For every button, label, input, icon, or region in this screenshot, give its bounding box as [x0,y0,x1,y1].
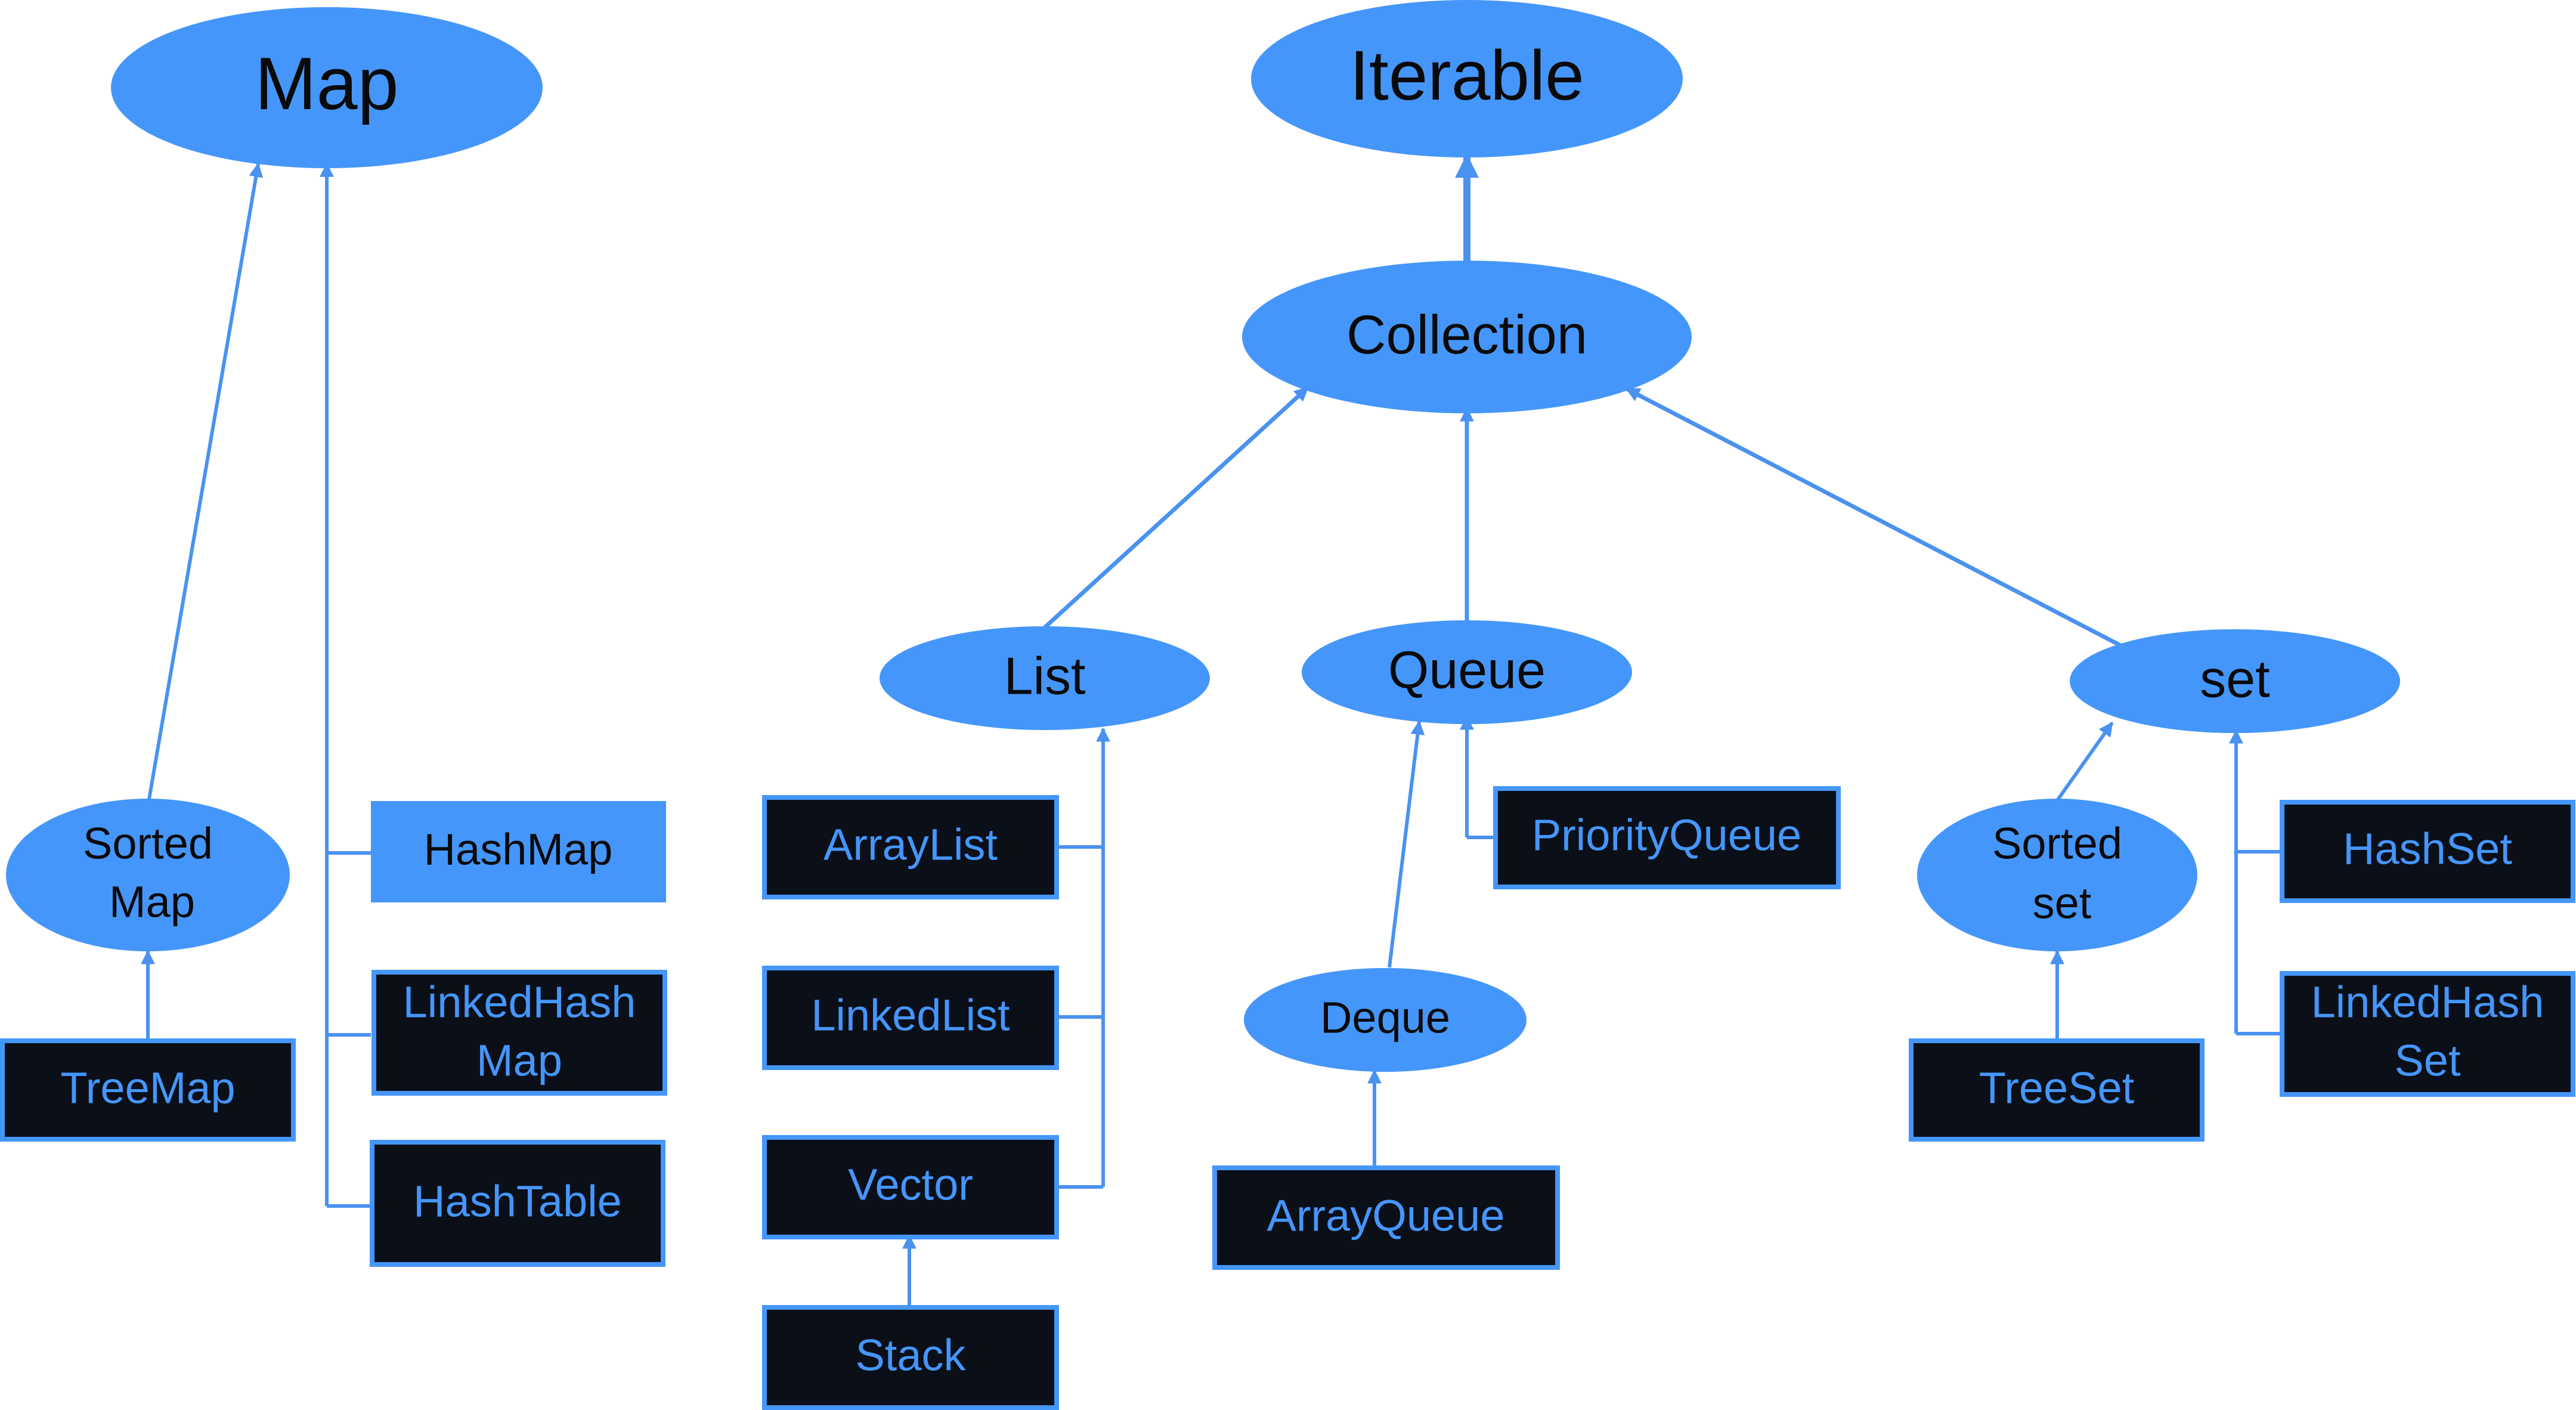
node-treeset-label: TreeSet [1979,1063,2135,1113]
node-sorted-set-line2: set [2033,879,2092,928]
node-treemap: TreeMap [0,1038,296,1142]
node-hashmap-label: HashMap [424,825,613,874]
node-set: set [2070,629,2400,733]
node-hashtable: HashTable [370,1140,665,1267]
node-sorted-set: Sorted set [1917,799,2197,951]
node-set-label: set [2200,649,2270,708]
node-linkedhashset-line2: Set [2394,1036,2461,1086]
node-iterable-label: Iterable [1349,36,1584,115]
node-linkedhashmap-line1: LinkedHash [403,978,636,1027]
node-vector-label: Vector [848,1160,973,1210]
node-sorted-map-line2: Map [109,877,195,927]
node-sorted-set-line1: Sorted [1992,819,2122,868]
node-arraylist: ArrayList [762,795,1059,899]
edge-list-collection [1043,386,1309,629]
node-collection: Collection [1242,261,1692,413]
node-arrayqueue-label: ArrayQueue [1267,1191,1505,1241]
node-map-label: Map [255,43,398,125]
node-linkedhashset-line1: LinkedHash [2311,978,2544,1027]
node-linkedhashmap: LinkedHash Map [371,970,667,1096]
edge-sortedmap-map [147,162,264,800]
rect-nodes: HashMap LinkedHash Map HashTable TreeMap… [0,786,2575,1410]
node-map: Map [111,7,543,168]
node-hashmap: HashMap [371,801,666,902]
ellipse-nodes: Map Iterable Collection List Queue set S… [6,0,2400,1072]
node-list: List [880,626,1210,730]
node-sorted-map: Sorted Map [6,799,290,951]
node-hashtable-label: HashTable [413,1177,622,1226]
node-priorityqueue-label: PriorityQueue [1532,811,1801,860]
node-queue: Queue [1302,620,1632,724]
node-deque-label: Deque [1320,993,1450,1043]
edge-set-collection [1625,386,2122,648]
edge-deque-queue [1388,720,1425,968]
node-hashset: HashSet [2280,800,2575,903]
node-treemap-label: TreeMap [60,1063,235,1113]
node-iterable: Iterable [1251,0,1683,157]
node-stack: Stack [762,1305,1059,1410]
node-hashset-label: HashSet [2343,824,2512,874]
node-list-label: List [1004,646,1086,705]
node-stack-label: Stack [855,1331,966,1380]
node-linkedlist-label: LinkedList [811,991,1010,1040]
node-sorted-map-line1: Sorted [83,819,213,868]
node-linkedhashset: LinkedHash Set [2280,971,2575,1097]
node-treeset: TreeSet [1909,1038,2205,1142]
node-linkedlist: LinkedList [762,966,1059,1070]
connectors [141,154,2281,1306]
node-vector: Vector [762,1135,1059,1239]
node-arrayqueue: ArrayQueue [1212,1165,1560,1270]
node-priorityqueue: PriorityQueue [1493,786,1841,889]
edge-sortedset-set [2055,722,2114,802]
node-queue-label: Queue [1388,640,1546,699]
node-arraylist-label: ArrayList [823,820,998,870]
node-deque: Deque [1244,968,1527,1072]
node-collection-label: Collection [1346,304,1587,365]
node-linkedhashmap-line2: Map [476,1036,562,1086]
